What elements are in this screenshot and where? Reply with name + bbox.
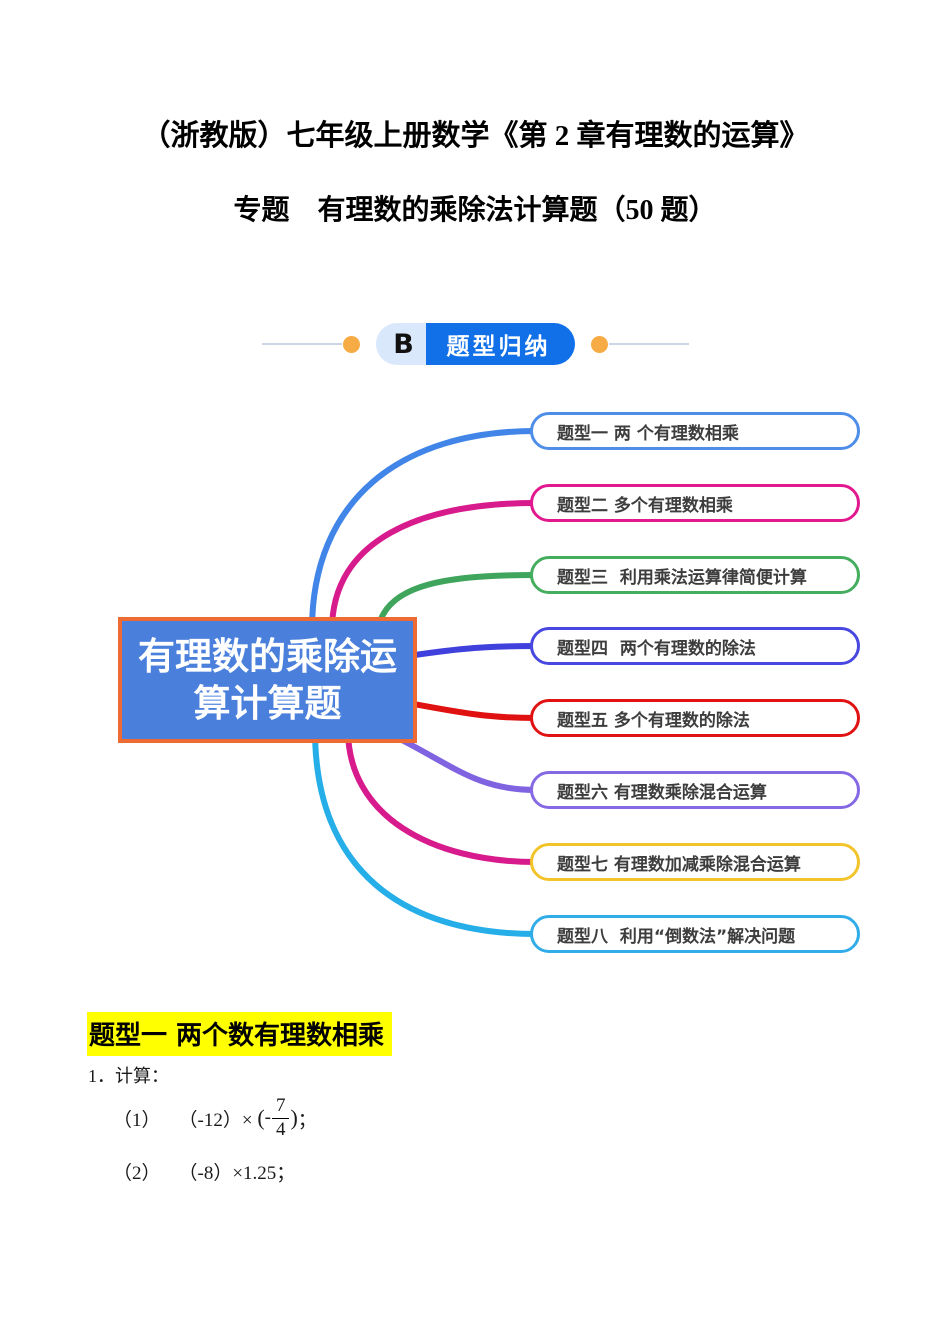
item-index: （1） [113, 1109, 161, 1131]
mindmap: 有理数的乘除运 算计算题 题型一 两 个有理数相乘 题型二 多个有理数相乘 题型… [0, 390, 950, 970]
item-factor: （-12）× [178, 1109, 258, 1131]
center-node-line2: 算计算题 [193, 682, 342, 725]
mindmap-branch-3: 题型三 利用乘法运算律简便计算 [530, 556, 860, 594]
problem-1-item-1: （1） （-12）× ( - 7 4 ) ； [113, 1092, 317, 1144]
mindmap-branch-5: 题型五 多个有理数的除法 [530, 699, 860, 737]
terminator: ； [297, 1109, 317, 1131]
section-heading: 题型一 两个数有理数相乘 [87, 1012, 393, 1056]
mindmap-branch-7: 题型七 有理数加减乘除混合运算 [530, 843, 860, 881]
banner-right-dot-icon [590, 335, 608, 353]
item-index: （2） [113, 1162, 161, 1184]
mindmap-curve-8 [312, 729, 537, 937]
center-node-line1: 有理数的乘除运 [138, 634, 397, 678]
section-banner: B 题型归纳 [0, 322, 950, 366]
minus-sign: - [264, 1107, 271, 1128]
problem-intro: 1．计算： [88, 1066, 169, 1086]
mindmap-curve-6 [396, 735, 537, 793]
open-paren: ( [257, 1105, 265, 1130]
page-title: （浙教版）七年级上册数学《第 2 章有理数的运算》 [141, 120, 809, 152]
mindmap-curves [309, 428, 537, 937]
problem-1-item-2: （2） （-8）×1.25； [113, 1156, 295, 1186]
banner-letter: B [375, 323, 426, 365]
mindmap-center-node: 有理数的乘除运 算计算题 [118, 617, 417, 743]
fraction-denominator: 4 [275, 1118, 286, 1140]
item-expression: （-8）×1.25； [178, 1162, 296, 1184]
mindmap-branch-4: 题型四 两个有理数的除法 [530, 627, 860, 665]
mindmap-branch-1: 题型一 两 个有理数相乘 [530, 412, 860, 450]
mindmap-curve-7 [345, 729, 537, 865]
mindmap-branch-6: 题型六 有理数乘除混合运算 [530, 771, 860, 809]
banner-label: 题型归纳 [425, 323, 575, 365]
mindmap-curve-3 [375, 572, 537, 631]
mindmap-branch-2: 题型二 多个有理数相乘 [530, 484, 860, 522]
page-subtitle: 专题 有理数的乘除法计算题（50 题） [233, 195, 717, 226]
mindmap-curve-1 [309, 428, 537, 631]
mindmap-branch-8: 题型八 利用“倒数法”解决问题 [530, 915, 860, 953]
banner-left-dot-icon [342, 335, 360, 353]
fraction: 7 4 [271, 1095, 290, 1141]
fraction-numerator: 7 [271, 1095, 290, 1119]
banner-left-line [261, 343, 342, 345]
mindmap-curve-5 [407, 700, 537, 721]
close-paren: ) [290, 1105, 298, 1130]
banner-right-line [608, 343, 689, 345]
mindmap-curve-4 [407, 643, 537, 659]
banner-pill: B 题型归纳 [375, 323, 575, 365]
mindmap-curve-2 [329, 500, 537, 631]
